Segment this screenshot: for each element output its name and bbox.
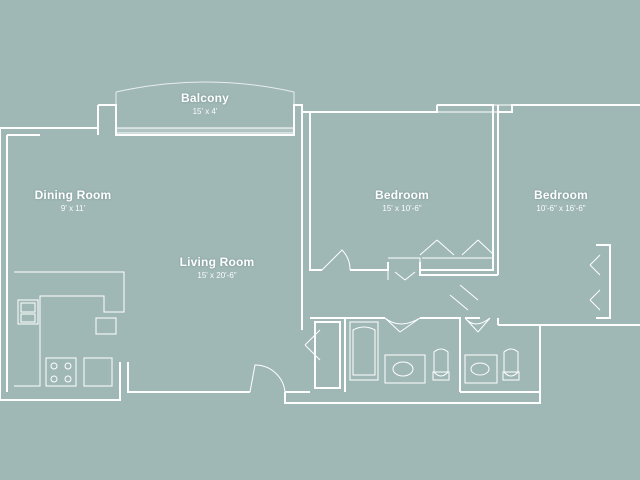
room-name: Bedroom	[533, 188, 589, 202]
room-name: Dining Room	[34, 188, 112, 202]
room-dimension: 10'-6" x 16'-6"	[536, 204, 586, 213]
bedroom2-walls	[492, 104, 640, 326]
kitchen	[14, 271, 125, 387]
exterior-walls	[0, 104, 640, 404]
room-label-living-room: Living Room 15' x 20'-6"	[180, 255, 255, 280]
entry-door	[249, 364, 286, 393]
room-label-balcony: Balcony 15' x 4'	[181, 91, 229, 116]
room-label-dining-room: Dining Room 9' x 11'	[35, 188, 112, 213]
room-dimension: 15' x 4'	[192, 107, 218, 116]
room-dimension: 15' x 20'-6"	[197, 271, 237, 280]
room-name: Living Room	[179, 255, 255, 269]
room-dimension: 9' x 11'	[60, 204, 86, 213]
bath-walls	[301, 270, 540, 393]
room-label-bedroom-2: Bedroom 10'-6" x 16'-6"	[534, 188, 588, 213]
room-label-bedroom-1: Bedroom 15' x 10'-6"	[375, 188, 429, 213]
bedroom1-walls	[301, 104, 498, 281]
room-name: Bedroom	[374, 188, 430, 202]
room-dimension: 15' x 10'-6"	[382, 204, 422, 213]
room-name: Balcony	[180, 91, 230, 105]
